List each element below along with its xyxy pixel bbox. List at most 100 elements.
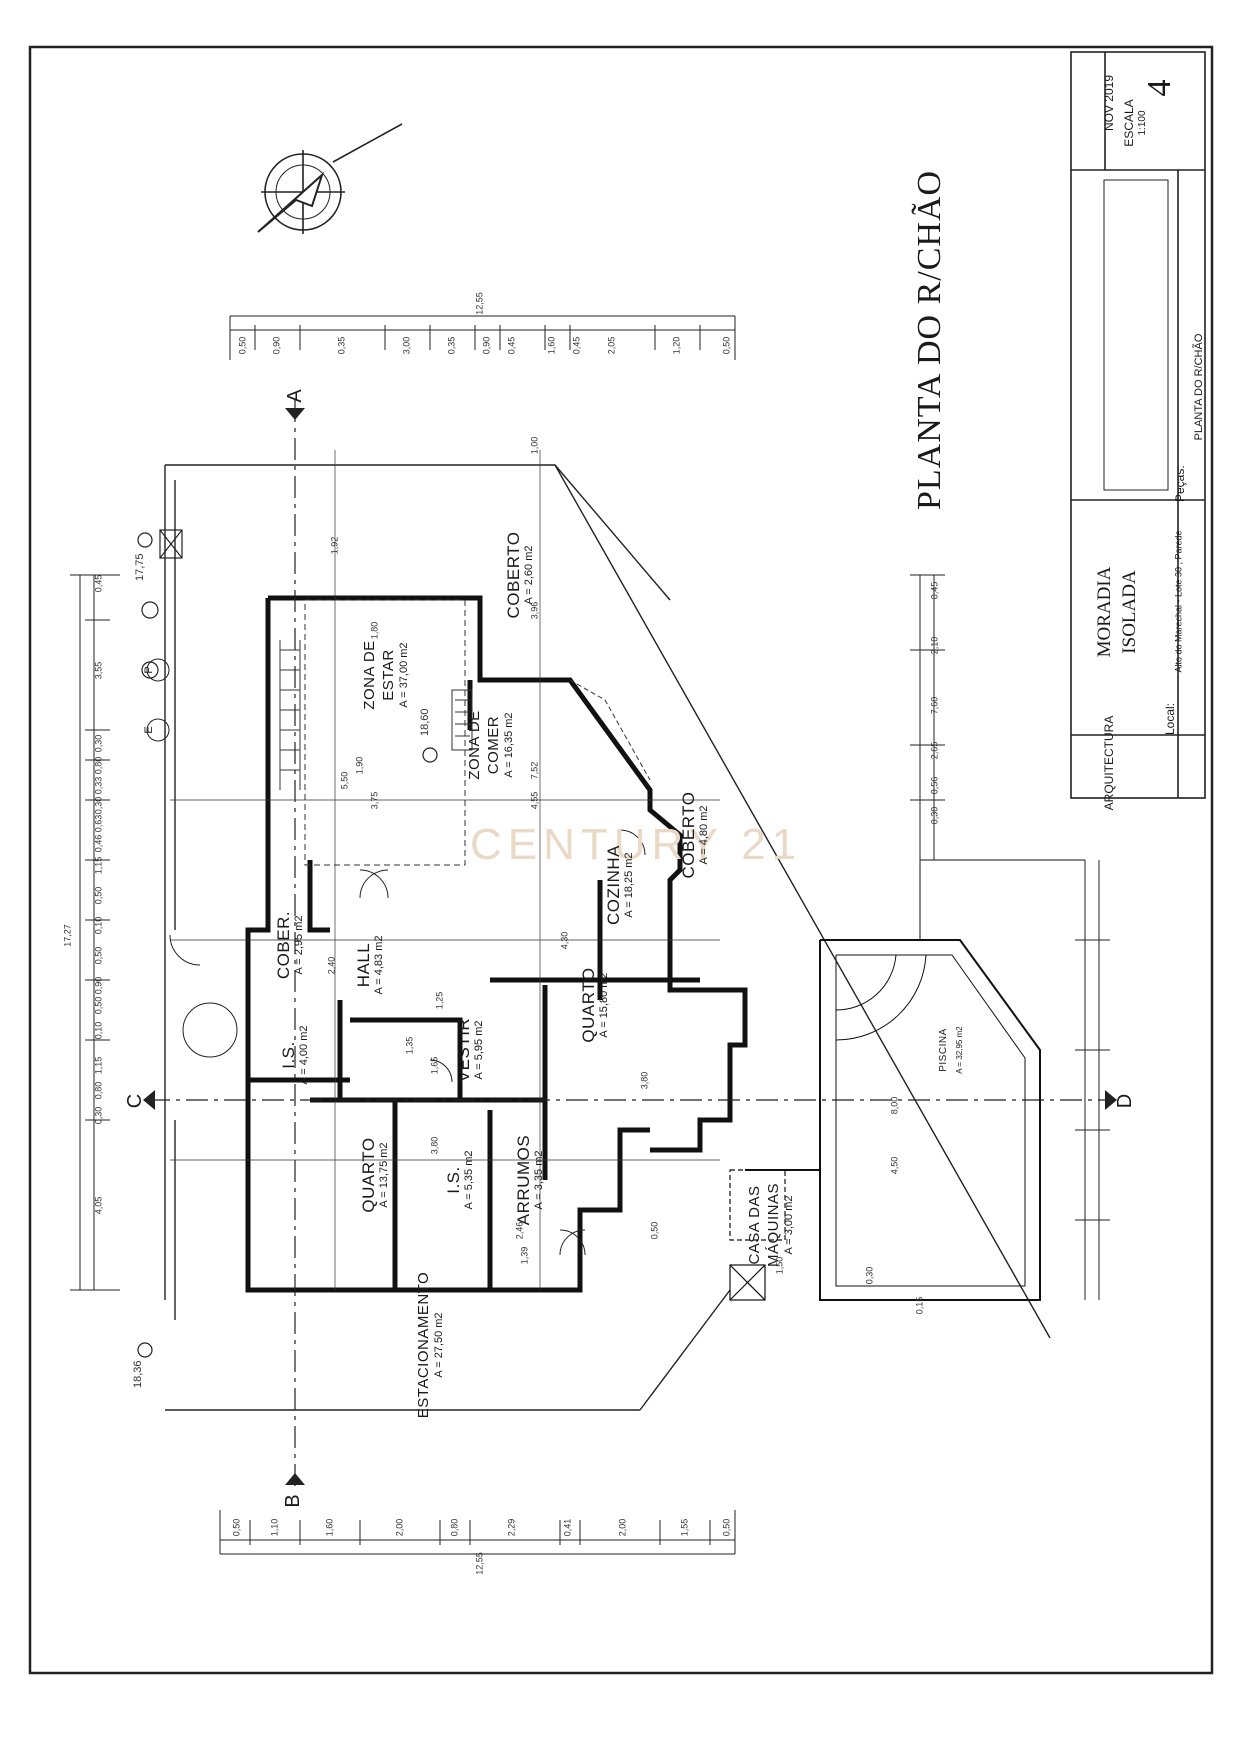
- room-area: A = 2,95 m2: [293, 915, 305, 975]
- title-block-date: NOV 2019: [1102, 74, 1116, 132]
- dimension-label: 1,35: [404, 1036, 415, 1055]
- dimension-label: 4,05: [93, 1196, 104, 1215]
- room-name: COBERTO: [679, 791, 698, 879]
- dimension-label: 1,60: [324, 1518, 335, 1537]
- dimension-label: 4,50: [889, 1156, 900, 1175]
- dimension-label: 8,00: [889, 1096, 900, 1115]
- room-area: A = 27,50 m2: [433, 1312, 445, 1378]
- room-label: I.S.A = 4,00 m2: [270, 1015, 320, 1095]
- dimension-label: 4,55: [529, 791, 540, 810]
- dimension-label: 0,50: [93, 946, 104, 965]
- dimension-label: 2,29: [506, 1518, 517, 1537]
- title-block-sheet-number: 4: [1141, 79, 1178, 97]
- dimension-label: 0,10: [93, 916, 104, 935]
- room-name: PISCINA: [938, 1028, 949, 1072]
- dimension-label: 1,10: [269, 1518, 280, 1537]
- room-name: COBER.: [274, 910, 293, 980]
- dimension-label: 0,80: [449, 1518, 460, 1537]
- level-markers: [137, 529, 438, 1358]
- room-name: HALL: [354, 942, 373, 988]
- room-name: ZONA DE ESTAR: [360, 640, 397, 710]
- room-name: COBERTO: [504, 531, 523, 619]
- dimension-label: 0,50: [721, 336, 732, 355]
- section-lines: [148, 400, 1110, 1490]
- dimension-label: 2,65: [929, 741, 940, 760]
- dimension-label: 4,30: [559, 931, 570, 950]
- dimension-label: 3,00: [401, 336, 412, 355]
- room-name: VESTIR: [454, 1017, 473, 1083]
- dimension-label: 1,90: [354, 756, 365, 775]
- dimension-label: 3,80: [639, 1071, 650, 1090]
- room-label: COBER.A = 2,95 m2: [265, 900, 315, 990]
- room-name: I.S.: [279, 1041, 298, 1069]
- room-area: A = 13,75 m2: [378, 1142, 390, 1208]
- level-18-36: 18,36: [132, 1360, 144, 1388]
- dimension-label: 0,35: [336, 336, 347, 355]
- dimension-label: 0,41: [562, 1518, 573, 1537]
- room-area: A = 5,35 m2: [463, 1150, 475, 1210]
- title-block-discipline: ARQUITECTURA: [1102, 715, 1116, 811]
- room-name: COZINHA: [604, 845, 623, 925]
- dimension-label: 0,90: [481, 336, 492, 355]
- room-name: QUARTO: [359, 1137, 378, 1213]
- dimension-label: 0,30: [864, 1266, 875, 1285]
- dimension-label: 3,75: [369, 791, 380, 810]
- dimension-label: 17,27: [62, 924, 73, 947]
- right-dimension-line: [910, 574, 1110, 1300]
- dimension-label: 0,30: [93, 1106, 104, 1125]
- title-block-project-line2: ISOLADA: [1119, 570, 1140, 654]
- door-swings: [169, 829, 646, 1256]
- dimension-label: 0,10: [93, 1021, 104, 1040]
- dimension-label: 0,50: [237, 336, 248, 355]
- dimension-label: 0,56: [929, 776, 940, 795]
- dimension-label: 1,20: [671, 336, 682, 355]
- dimension-label: 7,52: [529, 761, 540, 780]
- room-area: A = 4,00 m2: [298, 1025, 310, 1085]
- dimension-label: 2,40: [326, 956, 337, 975]
- dimension-label: 0,45: [929, 581, 940, 600]
- dimension-label: 12,55: [474, 292, 485, 315]
- bottom-dimension-line: [219, 1510, 736, 1555]
- dimension-label: 2,10: [929, 636, 940, 655]
- room-area: A = 3,00 m2: [782, 1195, 795, 1255]
- room-name: ARRUMOS: [514, 1134, 533, 1226]
- dimension-label: 1,00: [529, 436, 540, 455]
- symbol-p: P: [143, 666, 155, 674]
- room-area: A = 18,25 m2: [623, 852, 635, 918]
- dimension-label: 12,55: [474, 1552, 485, 1575]
- room-area: A = 16,35 m2: [502, 712, 515, 778]
- interior-lines: [170, 450, 720, 1290]
- swimming-pool: [729, 859, 1085, 1301]
- watermark: CENTURY 21: [470, 820, 803, 869]
- dimension-label: 0,45: [93, 574, 104, 593]
- section-mark-b: B: [282, 1494, 304, 1508]
- dimension-label: 0,45: [506, 336, 517, 355]
- left-dimension-line: [70, 574, 120, 1291]
- room-name: ESTACIONAMENTO: [415, 1271, 432, 1419]
- room-area: A = 4,83 m2: [373, 935, 385, 995]
- dimension-label: 1,60: [546, 336, 557, 355]
- dimension-label: 3,80: [429, 1136, 440, 1155]
- site-boundary: [164, 464, 1051, 1411]
- title-block-scale-label: ESCALA: [1122, 99, 1136, 147]
- room-area: A = 32,95 m2: [955, 1026, 964, 1074]
- dimension-label: 1,55: [679, 1518, 690, 1537]
- section-mark-c: C: [124, 1093, 146, 1109]
- room-area: A = 3,35 m2: [533, 1150, 545, 1210]
- room-area: A = 15,80 m2: [598, 972, 610, 1038]
- dimension-label: 0,45: [571, 336, 582, 355]
- dimension-label: 0,35: [446, 336, 457, 355]
- room-name: I.S.: [444, 1166, 463, 1194]
- sheet-border: [28, 45, 1214, 1675]
- dimension-label: 0,50: [649, 1221, 660, 1240]
- top-dimension-line: [229, 315, 736, 360]
